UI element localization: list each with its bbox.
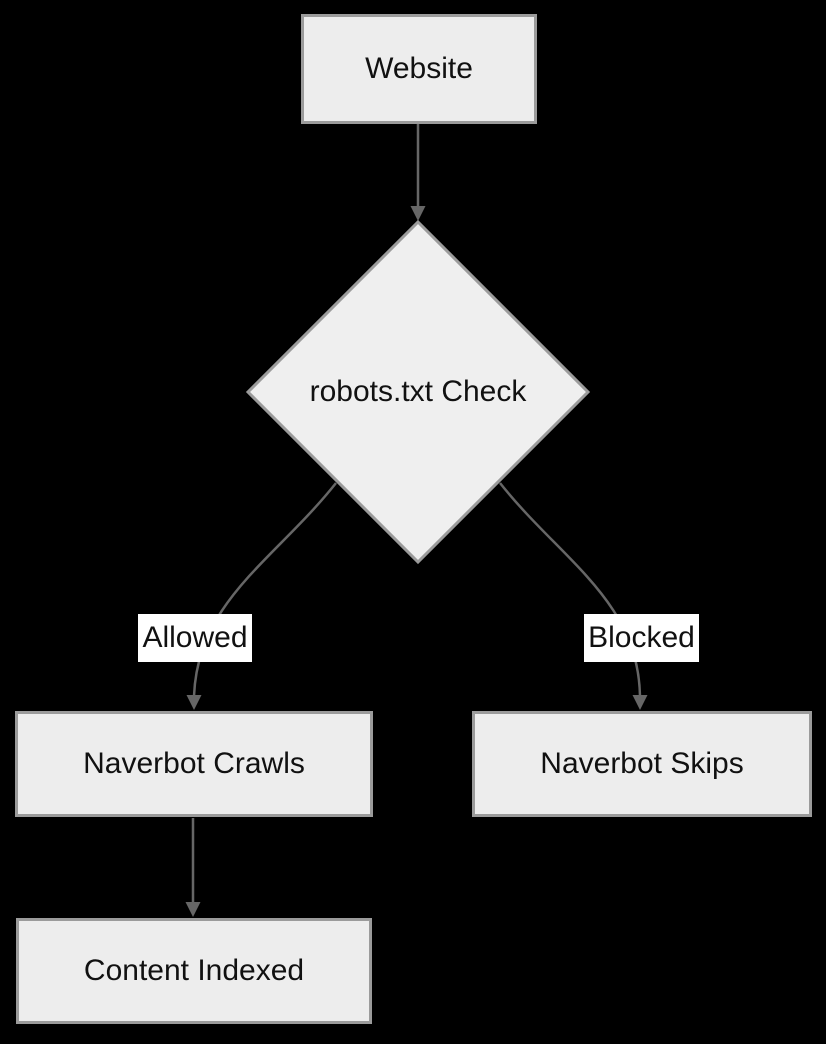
arrow-website-to-check bbox=[410, 124, 426, 221]
edge-label-allowed-text: Allowed bbox=[142, 621, 248, 654]
node-robots-check-label: robots.txt Check bbox=[309, 375, 527, 408]
node-naverbot-crawls-label: Naverbot Crawls bbox=[83, 747, 305, 780]
decision-diamond-shape bbox=[245, 219, 591, 565]
node-naverbot-skips-label: Naverbot Skips bbox=[540, 747, 744, 780]
node-website: Website bbox=[301, 14, 537, 124]
node-content-indexed-label: Content Indexed bbox=[83, 954, 305, 987]
node-naverbot-skips: Naverbot Skips bbox=[472, 711, 812, 817]
node-website-label: Website bbox=[365, 52, 473, 85]
edge-label-allowed: Allowed bbox=[138, 614, 252, 662]
node-content-indexed: Content Indexed bbox=[16, 918, 372, 1024]
node-naverbot-crawls: Naverbot Crawls bbox=[15, 711, 373, 817]
edge-label-blocked-text: Blocked bbox=[588, 621, 695, 654]
node-robots-check: robots.txt Check bbox=[248, 222, 588, 562]
arrow-crawls-to-indexed bbox=[185, 818, 201, 917]
edge-label-blocked: Blocked bbox=[584, 614, 699, 662]
